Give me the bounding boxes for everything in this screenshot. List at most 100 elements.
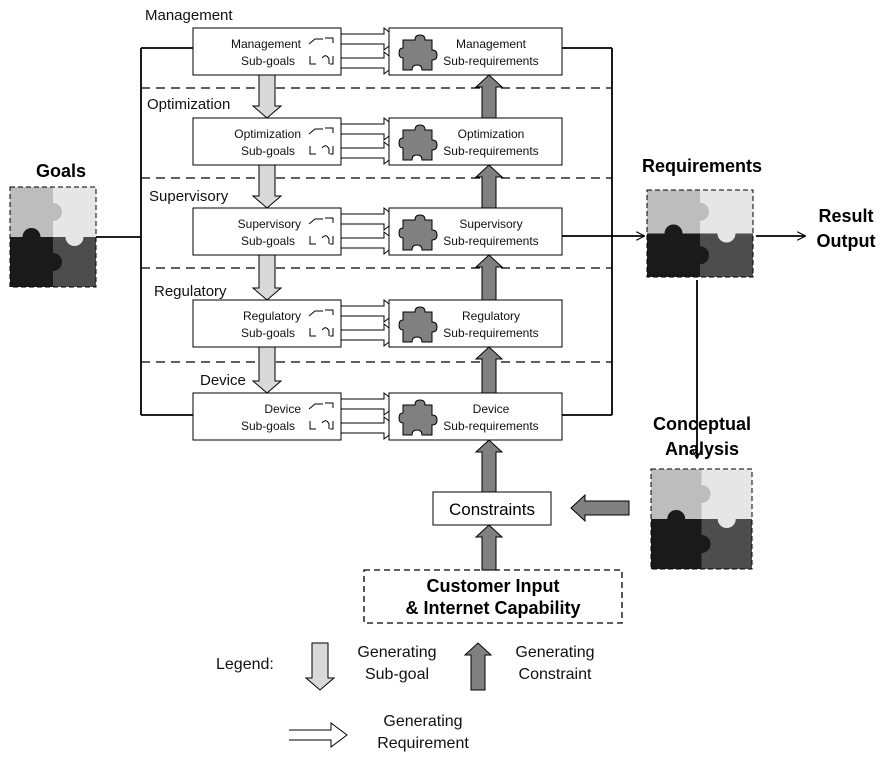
result-output-line1: Result — [818, 206, 873, 226]
level-regulatory: RegulatoryRegulatorySub-goalsRegulatoryS… — [154, 254, 563, 394]
puzzle-knob — [65, 228, 84, 246]
constraint-generation-arrow — [474, 74, 504, 119]
connector-lines — [96, 47, 805, 458]
subgoals-box — [192, 299, 342, 348]
conceptual-analysis-line2: Analysis — [665, 439, 739, 459]
level-name: Optimization — [147, 96, 230, 113]
subgoal-generation-arrow — [251, 254, 283, 301]
goals-puzzle-image — [9, 186, 97, 288]
subgoals-box — [192, 27, 342, 76]
subgoals-label-line1: Optimization — [234, 127, 301, 141]
constraint-generation-arrow — [474, 164, 504, 209]
constraint-feed-arrows — [474, 439, 630, 571]
subrequirements-label-line1: Supervisory — [459, 217, 522, 231]
legend-constraint-line2: Constraint — [519, 666, 592, 683]
subgoals-label-line1: Regulatory — [243, 309, 301, 323]
requirements-puzzle-image — [646, 189, 754, 278]
puzzle-knob — [664, 224, 683, 243]
puzzle-border — [650, 468, 753, 570]
puzzle-piece-icon — [398, 214, 438, 251]
level-name: Supervisory — [149, 188, 229, 205]
puzzle-outline-icon — [308, 127, 334, 155]
puzzle-piece-icon — [398, 34, 438, 71]
puzzle-outline-icon — [308, 217, 334, 245]
subgoals-box — [192, 207, 342, 256]
analysis-to-constraints-arrow — [570, 493, 630, 523]
subgoals-label-line2: Sub-goals — [241, 234, 295, 248]
legend-subgoal-arrow-shape — [304, 642, 336, 691]
customer-input-line2: & Internet Capability — [405, 598, 580, 618]
level-name: Management — [145, 7, 233, 24]
legend-constraint-line1: Generating — [515, 644, 594, 661]
subgoal-generation-arrow — [251, 164, 283, 209]
level-name: Device — [200, 372, 246, 389]
level-supervisory: SupervisorySupervisorySub-goalsSuperviso… — [149, 164, 563, 301]
legend-requirement-line1: Generating — [383, 713, 462, 730]
customer-input-box — [363, 569, 623, 624]
legend-constraint-arrow-shape — [463, 642, 493, 691]
puzzle-border — [646, 189, 754, 278]
puzzle-knob — [22, 228, 41, 246]
constraint-to-device-arrow — [474, 439, 504, 493]
puzzle-knob — [44, 253, 62, 271]
puzzle-knob — [692, 535, 711, 553]
goals-label: Goals — [36, 161, 86, 181]
subgoal-generation-arrow — [251, 346, 283, 394]
legend-subgoal-line1: Generating — [357, 644, 436, 661]
puzzle-border — [9, 186, 97, 288]
legend-requirement-line2: Requirement — [377, 735, 469, 752]
subgoals-label-line1: Supervisory — [238, 217, 301, 231]
subrequirements-label-line1: Device — [473, 402, 510, 416]
puzzle-knob — [717, 510, 736, 528]
subgoals-label-line1: Management — [231, 37, 302, 51]
customer-input-line1: Customer Input — [427, 576, 560, 596]
puzzle-knob — [44, 203, 62, 221]
legend-constraint-arrow — [463, 642, 493, 691]
subrequirements-label-line2: Sub-requirements — [443, 419, 538, 433]
result-output-line2: Output — [817, 231, 876, 251]
subrequirements-label-line2: Sub-requirements — [443, 144, 538, 158]
subgoals-label-line2: Sub-goals — [241, 54, 295, 68]
levels-layer: ManagementManagementSub-goalsManagementS… — [145, 7, 563, 441]
legend-requirement-arrow-shape — [289, 722, 348, 748]
constraints-label: Constraints — [449, 500, 535, 519]
subgoal-generation-arrow — [251, 74, 283, 119]
conceptual-analysis-puzzle-image — [650, 468, 753, 570]
legend-subgoal-arrow — [304, 642, 336, 691]
puzzle-knob — [692, 485, 711, 503]
puzzle-outline-icon — [308, 402, 334, 430]
subrequirements-label-line1: Management — [456, 37, 527, 51]
legend-subgoal-line2: Sub-goal — [365, 666, 429, 683]
puzzle-piece-icon — [398, 399, 438, 436]
puzzle-knob — [691, 202, 709, 221]
level-name: Regulatory — [154, 283, 227, 300]
subrequirements-label-line1: Regulatory — [462, 309, 520, 323]
level-separators — [141, 87, 612, 363]
puzzle-outline-icon — [308, 37, 334, 65]
subrequirements-label-line2: Sub-requirements — [443, 234, 538, 248]
subrequirements-label-line2: Sub-requirements — [443, 54, 538, 68]
puzzle-knob — [691, 246, 709, 265]
subrequirements-label-line2: Sub-requirements — [443, 326, 538, 340]
legend-title: Legend: — [216, 656, 274, 673]
legend-requirement-arrow — [289, 722, 348, 748]
puzzle-outline-icon — [308, 309, 334, 337]
constraint-generation-arrow — [474, 346, 504, 394]
puzzle-knob — [717, 224, 736, 243]
subrequirements-label-line1: Optimization — [458, 127, 525, 141]
puzzle-piece-icon — [398, 306, 438, 343]
subgoals-label-line2: Sub-goals — [241, 419, 295, 433]
subgoals-box — [192, 117, 342, 166]
level-optimization: OptimizationOptimizationSub-goalsOptimiz… — [147, 74, 563, 209]
requirements-label: Requirements — [642, 156, 762, 176]
customer-to-constraints-arrow — [474, 524, 504, 571]
constraint-generation-arrow — [474, 254, 504, 301]
level-device: DeviceDeviceSub-goalsDeviceSub-requireme… — [192, 346, 563, 441]
subgoals-box — [192, 392, 342, 441]
conceptual-analysis-line1: Conceptual — [653, 414, 751, 434]
puzzle-piece-icon — [398, 124, 438, 161]
subgoals-label-line2: Sub-goals — [241, 144, 295, 158]
puzzle-knob — [667, 510, 686, 528]
